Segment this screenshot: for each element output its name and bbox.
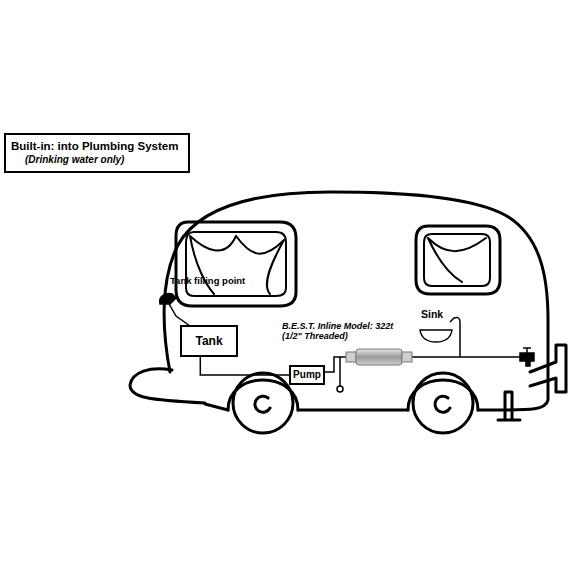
wheel: [233, 373, 293, 433]
hub: [255, 396, 270, 412]
water-pipe: [200, 357, 289, 375]
window: [416, 226, 500, 294]
window-inner: [424, 234, 490, 286]
drain-tap: [339, 357, 341, 386]
component-label: Tank: [188, 334, 230, 348]
title-box: Built-in: into Plumbing System(Drinking …: [4, 133, 190, 173]
outside-tap: [523, 348, 531, 353]
component-box: Pump: [289, 365, 325, 385]
sink-basin: [420, 330, 452, 342]
sink-faucet: [450, 318, 460, 333]
fill-pipe: [168, 302, 190, 326]
title-text: Built-in: into Plumbing System: [11, 140, 183, 154]
window-inner: [186, 232, 286, 296]
caravan-body: [164, 192, 548, 410]
drain-tap: [337, 386, 343, 392]
wheel: [413, 373, 473, 433]
part-label: Tank filling point: [170, 276, 250, 287]
inline-filter: [346, 349, 412, 365]
filter-label: B.E.S.T. Inline Model: 322t (1/2" Thread…: [282, 321, 402, 342]
part-label: Sink: [421, 308, 443, 320]
bumper: [130, 369, 205, 403]
pipe: [324, 332, 520, 372]
subtitle-text: (Drinking water only): [11, 154, 183, 166]
curtain: [428, 238, 486, 282]
component-box: Tank: [180, 325, 238, 357]
tow-hitch: [530, 345, 566, 392]
component-label: Pump: [293, 369, 321, 381]
jockey-leg: [498, 392, 520, 420]
window: [176, 222, 296, 306]
hub: [435, 396, 450, 412]
outside-tap: [520, 353, 534, 366]
